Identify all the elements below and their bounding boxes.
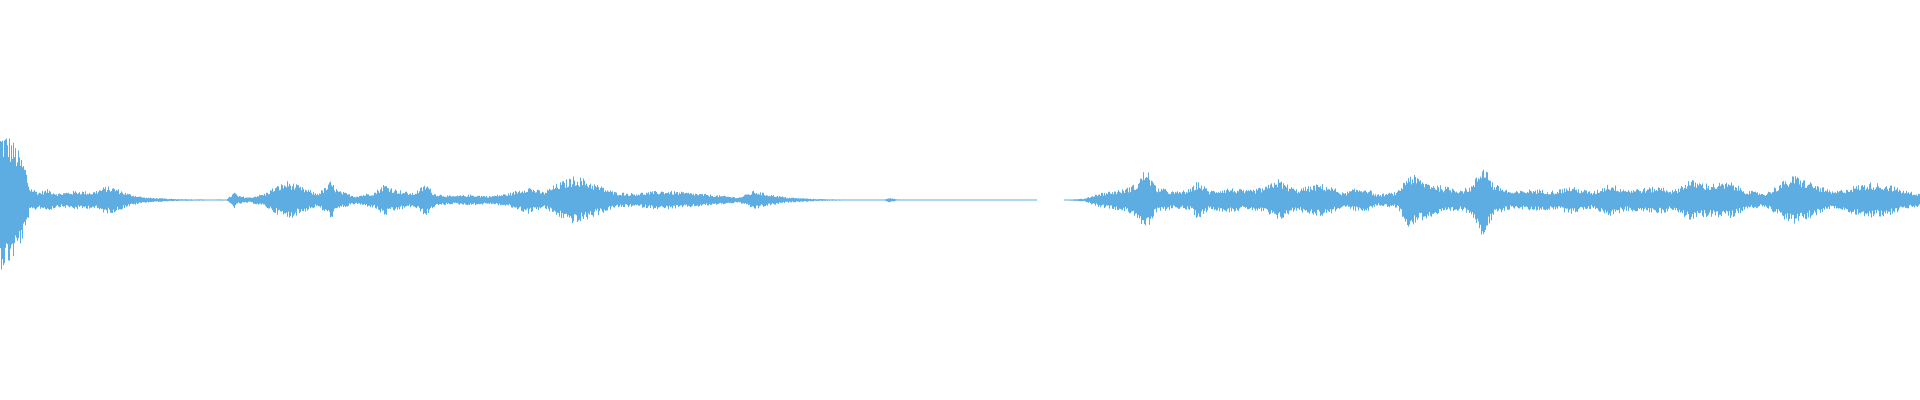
waveform-path	[0, 138, 1920, 270]
